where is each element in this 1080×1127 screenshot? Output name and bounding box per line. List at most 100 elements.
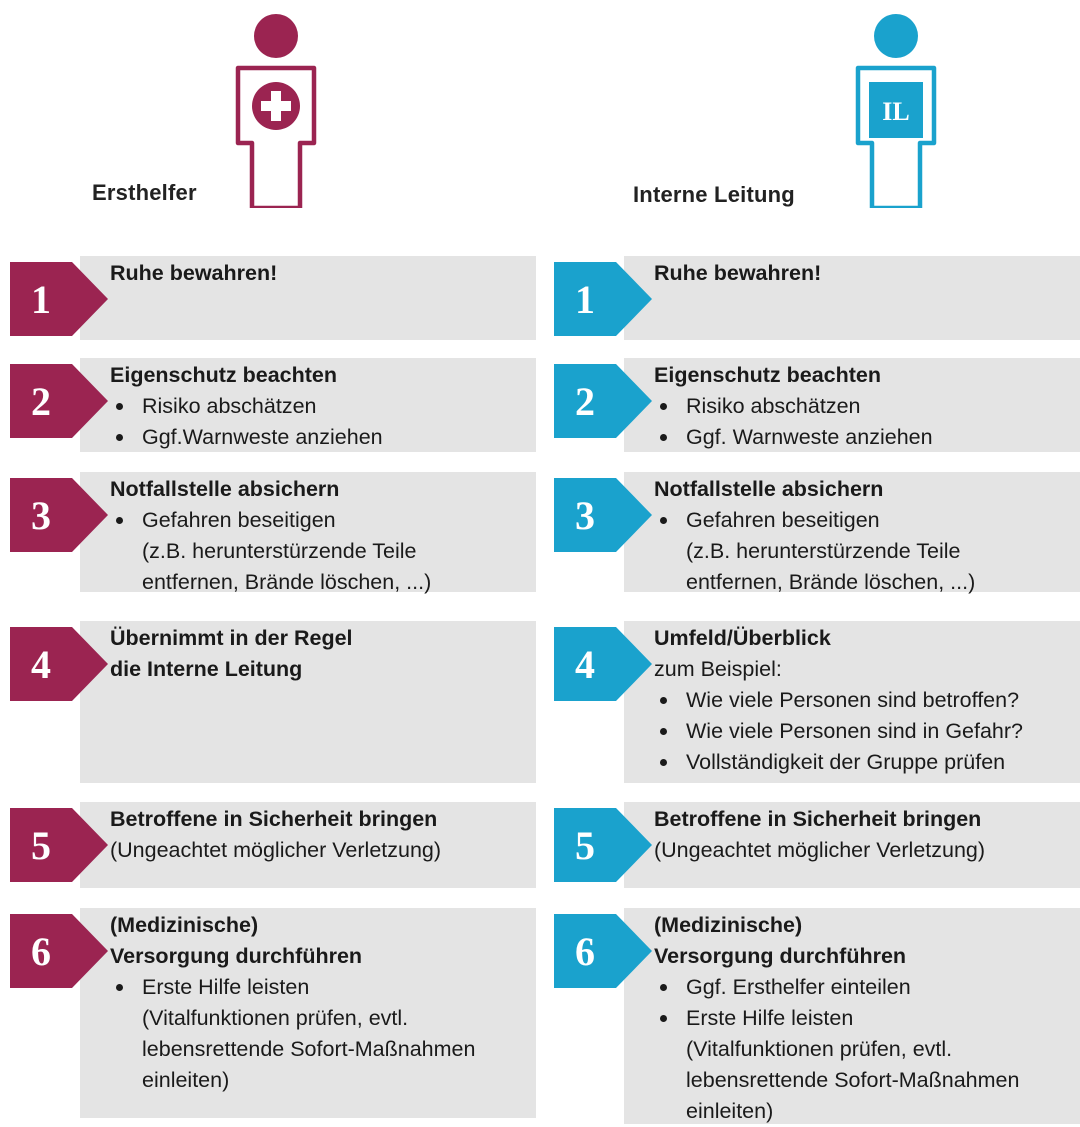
first-aid-person-icon [235, 14, 317, 208]
step-heading: Eigenschutz beachten [110, 363, 337, 387]
step-heading: die Interne Leitung [110, 657, 303, 681]
step-panel [80, 256, 536, 340]
step-heading: Ruhe bewahren! [654, 261, 822, 285]
bullet-item: Vollständigkeit der Gruppe prüfen [654, 747, 1074, 778]
step-number-arrow-icon: 3 [10, 478, 120, 552]
step-panel [624, 621, 1080, 783]
step-heading: (Medizinische) [110, 913, 259, 937]
bullet-item: Erste Hilfe leisten [654, 1003, 1074, 1034]
bullet-item: Risiko abschätzen [110, 391, 530, 422]
step-number-arrow-icon: 6 [10, 914, 120, 988]
step-content: Übernimmt in der Regel die Interne Leitun… [110, 623, 530, 685]
step-number-arrow-icon: 4 [554, 627, 664, 701]
step-bullet-list: Gefahren beseitigen (z.B. herunterstürzen… [110, 505, 530, 598]
ersthelfer-figure [228, 8, 328, 208]
bullet-continuation: (Vitalfunktionen prüfen, evtl. [686, 1037, 953, 1061]
step-number: 4 [575, 641, 595, 687]
bullet-continuation: (z.B. herunterstürzende Teile [686, 539, 961, 563]
bullet-item: Erste Hilfe leisten [110, 972, 530, 1003]
step-heading: Versorgung durchführen [654, 944, 907, 968]
step-panel [624, 908, 1080, 1124]
step-number: 2 [575, 378, 595, 424]
interne-leitung-title: Interne Leitung [633, 182, 795, 207]
step-4: 4 Umfeld/Überblick zum Beispiel: Wie viele … [554, 621, 1080, 783]
step-content: Betroffene in Sicherheit bringen (Ungeach… [654, 804, 1074, 866]
step-number: 6 [575, 928, 595, 974]
step-panel [80, 908, 536, 1118]
bullet-item: Risiko abschätzen [654, 391, 1074, 422]
bullet-item: Wie viele Personen sind betroffen? [654, 685, 1074, 716]
step-number: 2 [31, 378, 51, 424]
interne-leitung-figure: IL [848, 8, 948, 208]
step-heading: (Medizinische) [654, 913, 803, 937]
step-content: Ruhe bewahren! [110, 258, 530, 289]
step-number-arrow-icon: 1 [10, 262, 120, 336]
bullet-item: Wie viele Personen sind in Gefahr? [654, 716, 1074, 747]
step-number-arrow-icon: 5 [10, 808, 120, 882]
step-heading: Umfeld/Überblick [654, 626, 831, 650]
bullet-continuation: (z.B. herunterstürzende Teile [142, 539, 417, 563]
step-number: 3 [31, 492, 51, 538]
step-bullet-list: Wie viele Personen sind betroffen?Wie vi… [654, 685, 1074, 778]
bullet-continuation: lebensrettende Sofort-Maßnahmen [686, 1068, 1020, 1092]
step-heading: Eigenschutz beachten [654, 363, 881, 387]
step-number-arrow-icon: 3 [554, 478, 664, 552]
step-heading: Notfallstelle absichern [110, 477, 340, 501]
step-number: 3 [575, 492, 595, 538]
step-heading: Versorgung durchführen [110, 944, 363, 968]
step-number-arrow-icon: 4 [10, 627, 120, 701]
step-content: Betroffene in Sicherheit bringen (Ungeach… [110, 804, 530, 866]
step-number: 5 [575, 822, 595, 868]
step-text: zum Beispiel: [654, 657, 782, 681]
step-panel [624, 358, 1080, 452]
step-number-arrow-icon: 1 [554, 262, 664, 336]
step-heading: Betroffene in Sicherheit bringen [110, 807, 438, 831]
bullet-item: Ggf. Warnweste anziehen [654, 422, 1074, 453]
bullet-item: Ggf. Ersthelfer einteilen [654, 972, 1074, 1003]
ersthelfer-title: Ersthelfer [92, 180, 197, 205]
bullet-item: Gefahren beseitigen [654, 505, 1074, 536]
step-heading: Ruhe bewahren! [110, 261, 278, 285]
step-5: 5 Betroffene in Sicherheit bringen (Ungeac… [554, 802, 1080, 888]
step-text: (Ungeachtet möglicher Verletzung) [110, 838, 442, 862]
step-number-arrow-icon: 5 [554, 808, 664, 882]
bullet-continuation: entfernen, Brände löschen, ...) [142, 570, 432, 594]
bullet-continuation: lebensrettende Sofort-Maßnahmen [142, 1037, 476, 1061]
step-number: 5 [31, 822, 51, 868]
bullet-item: Ggf.Warnweste anziehen [110, 422, 530, 453]
step-heading: Übernimmt in der Regel [110, 626, 353, 650]
step-panel [80, 472, 536, 592]
step-panel [80, 358, 536, 452]
step-heading: Betroffene in Sicherheit bringen [654, 807, 982, 831]
il-badge-label: IL [882, 97, 909, 126]
bullet-item: Gefahren beseitigen [110, 505, 530, 536]
step-panel [624, 472, 1080, 592]
step-content: Ruhe bewahren! [654, 258, 1074, 289]
step-text: (Ungeachtet möglicher Verletzung) [654, 838, 986, 862]
step-panel [80, 621, 536, 783]
step-number-arrow-icon: 6 [554, 914, 664, 988]
step-number: 4 [31, 641, 51, 687]
step-5: 5 Betroffene in Sicherheit bringen (Ungeac… [10, 802, 536, 888]
step-content: Umfeld/Überblick zum Beispiel: Wie viele P… [654, 623, 1074, 778]
step-number: 6 [31, 928, 51, 974]
step-panel [80, 802, 536, 888]
step-bullet-list: Erste Hilfe leisten(Vitalfunktionen prüf… [110, 972, 530, 1096]
step-panel [624, 802, 1080, 888]
